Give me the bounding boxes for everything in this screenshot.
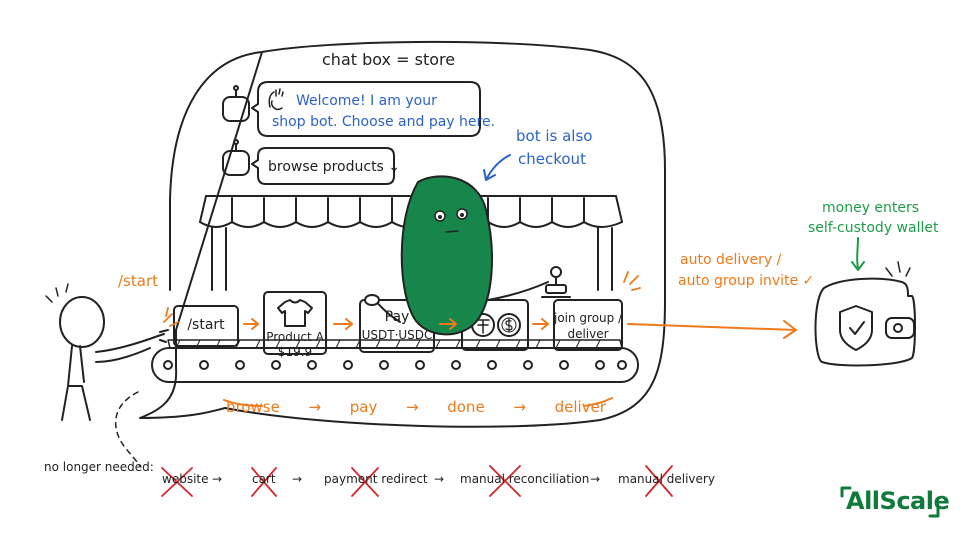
flow-step: pay bbox=[349, 398, 378, 416]
removed-arrow: → bbox=[434, 472, 445, 486]
greeting-line-1: Welcome! I am your bbox=[296, 93, 437, 109]
strike-marks bbox=[161, 465, 673, 497]
removed-arrow: → bbox=[590, 472, 601, 486]
brand-logo: AllScale bbox=[846, 487, 950, 515]
join-box bbox=[553, 299, 623, 351]
flow-step: browse bbox=[226, 398, 280, 416]
removed-label: no longer needed: bbox=[44, 460, 154, 474]
money-label-line-2: self-custody wallet bbox=[808, 220, 939, 236]
removed-item: manual delivery bbox=[618, 472, 715, 486]
auto-delivery-line-2: auto group invite ✓ bbox=[678, 273, 815, 289]
greeting-bubble bbox=[251, 81, 481, 137]
join-box-line-1: join group / bbox=[554, 311, 623, 325]
flow-arrow: → bbox=[513, 398, 526, 416]
pay-box-title: Pay bbox=[384, 309, 410, 325]
flow-arrow: → bbox=[308, 398, 322, 416]
delivery-arrow bbox=[627, 320, 797, 339]
flow-underline-left bbox=[223, 399, 263, 407]
product-box bbox=[263, 291, 327, 355]
auto-delivery-line-1: auto delivery / bbox=[680, 252, 782, 268]
start-box bbox=[173, 305, 239, 347]
customer-person bbox=[45, 283, 179, 421]
chat-bubble-outline bbox=[139, 40, 666, 428]
flow-arrow: → bbox=[406, 398, 419, 416]
start-command-label: /start bbox=[118, 272, 158, 290]
stamp-icon bbox=[541, 266, 571, 298]
pay-box-currencies: USDT·USDC bbox=[361, 328, 433, 342]
wave-hand-icon bbox=[268, 88, 284, 111]
usdc-coin-icon bbox=[497, 313, 521, 337]
money-label-line-1: money enters bbox=[822, 200, 920, 216]
diagram-title: chat box = store bbox=[322, 50, 456, 69]
flow-step: done bbox=[447, 398, 485, 416]
bot-avatar-icon bbox=[222, 85, 250, 122]
flow-steps: browse → pay → done → deliver bbox=[226, 398, 606, 416]
removed-item: manual reconciliation bbox=[460, 472, 590, 486]
start-box-text: /start bbox=[187, 317, 225, 333]
bot-label-line-1: bot is also bbox=[516, 127, 593, 145]
bot-character bbox=[364, 175, 549, 336]
browse-products-text: browse products ↓ bbox=[268, 159, 401, 175]
brand-bracket bbox=[928, 506, 940, 518]
bot-pointer-arrow bbox=[483, 154, 511, 181]
browse-bubble bbox=[251, 147, 395, 185]
flow-step: deliver bbox=[554, 398, 606, 416]
product-price: $19.9 bbox=[277, 345, 313, 359]
removed-arrow: → bbox=[212, 472, 223, 486]
removed-item: payment redirect bbox=[324, 472, 428, 486]
money-arrow bbox=[851, 237, 865, 271]
tshirt-icon bbox=[277, 299, 313, 327]
dashed-connector bbox=[114, 391, 141, 467]
sparkle-icon bbox=[623, 271, 641, 291]
bot-avatar-icon bbox=[222, 139, 250, 176]
greeting-line-2: shop bot. Choose and pay here. bbox=[272, 114, 496, 130]
removed-arrow: → bbox=[292, 472, 303, 486]
wallet-icon bbox=[814, 261, 916, 367]
removed-item: website bbox=[162, 472, 209, 486]
bot-label-line-2: checkout bbox=[518, 150, 586, 168]
removed-item: cart bbox=[252, 472, 276, 486]
step-arrows bbox=[223, 318, 797, 407]
brand-bracket bbox=[840, 486, 852, 498]
product-name: Product A bbox=[266, 330, 324, 344]
flow-underline-right bbox=[583, 397, 613, 407]
join-box-line-2: deliver bbox=[567, 327, 609, 341]
